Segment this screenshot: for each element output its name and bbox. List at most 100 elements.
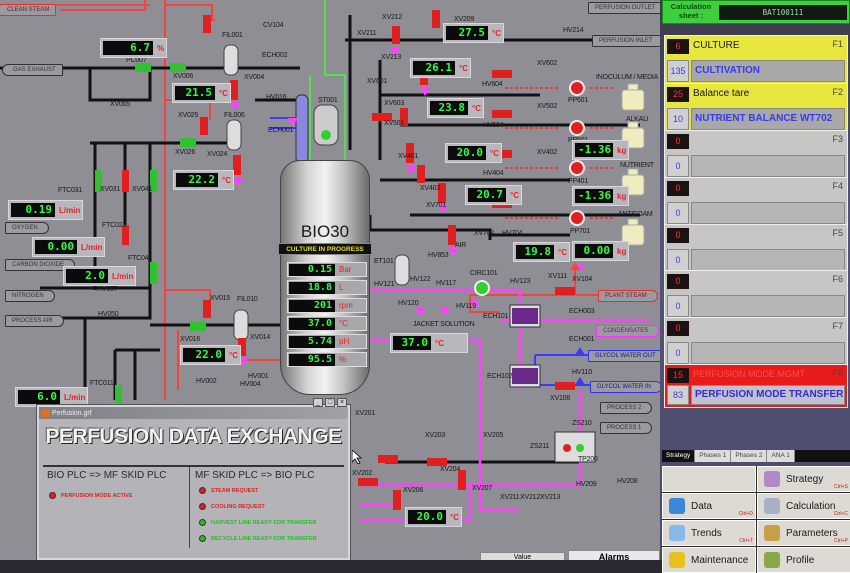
phase-label: CULTIVATION xyxy=(691,60,845,82)
tag-xv212: XV212 xyxy=(382,14,403,21)
phase-number: 0 xyxy=(667,295,689,317)
function-key-f5[interactable]: 0 F5 0 xyxy=(664,224,848,276)
strategy-button[interactable]: Strategy Ctrl+S xyxy=(757,466,850,492)
popup-titlebar[interactable]: Perfusion.grf xyxy=(39,407,348,419)
function-key-f1[interactable]: 6 CULTURE F1 135 CULTIVATION xyxy=(664,35,848,87)
signal-label: COOLING REQUEST xyxy=(211,503,265,510)
temp-display-20-7[interactable]: 20.7 °C xyxy=(465,185,522,205)
parameters-button[interactable]: Parameters Ctrl+P xyxy=(757,520,850,546)
pressure-reading[interactable]: 0.15 Bar xyxy=(287,262,367,277)
tag-pp401: PP401 xyxy=(568,178,589,185)
function-key-f2[interactable]: 25 Balance tare F2 10 NUTRIENT BALANCE W… xyxy=(664,83,848,135)
do-reading[interactable]: 95.5 % xyxy=(287,352,367,367)
tag-ech001-b: ECH001 xyxy=(569,336,595,343)
tag-hv016: HV016 xyxy=(266,94,287,101)
calculation-button[interactable]: Calculation Ctrl+C xyxy=(757,493,850,519)
tab-ana-1[interactable]: ANA 1 xyxy=(767,450,795,462)
temp-display-27-5[interactable]: 27.5 °C xyxy=(443,23,504,43)
agitation-reading[interactable]: 201 rpm xyxy=(287,298,367,313)
temp-display-22-2[interactable]: 22.2 °C xyxy=(173,170,234,190)
air-label: AIR xyxy=(455,242,467,249)
tab-phases-1[interactable]: Phases 1 xyxy=(695,450,732,462)
tag-ech101: ECH101 xyxy=(483,313,509,320)
tag-xv004: XV004 xyxy=(244,74,265,81)
value-button[interactable]: Value xyxy=(480,552,565,560)
tag-hv122: HV122 xyxy=(410,276,431,283)
function-key-f7[interactable]: 0 F7 0 xyxy=(664,317,848,369)
profile-button[interactable]: Profile xyxy=(757,547,850,573)
tab-phases-2[interactable]: Phases 2 xyxy=(731,450,768,462)
jacket-temp-display[interactable]: 37.0 °C xyxy=(390,333,468,353)
volume-reading[interactable]: 18.8 L xyxy=(287,280,367,295)
co2-flow-display[interactable]: 0.00 L/min xyxy=(32,237,106,257)
tag-pc007: PC007 xyxy=(126,57,147,64)
reading-value: 37.0 xyxy=(289,317,335,330)
tag-xv213: XV213 xyxy=(381,54,402,61)
tag-hv209: HV209 xyxy=(576,481,597,488)
condensates-line-label: CONDENSATES xyxy=(596,325,660,337)
temp-display-19-8[interactable]: 19.8 °C xyxy=(513,242,570,262)
maintenance-button[interactable]: Maintenance xyxy=(662,547,756,573)
alarms-button[interactable]: Alarms xyxy=(568,550,660,560)
tag-xv025: XV025 xyxy=(178,112,199,119)
air-flow-display[interactable]: 6.0 L/min xyxy=(15,387,89,407)
alkali-weight-display[interactable]: -1.36 kg xyxy=(572,140,630,160)
blank-nav-button[interactable] xyxy=(662,466,756,492)
parameters-icon xyxy=(764,525,780,541)
function-key-f8[interactable]: 15 PERFUSION MODE MGMT F8 83 PERFUSION M… xyxy=(664,364,848,408)
antifoam-weight-display[interactable]: 0.00 kg xyxy=(572,241,630,261)
perfusion-popup-window[interactable]: Perfusion.grf _ □ × PERFUSION DATA EXCHA… xyxy=(37,398,350,560)
gas-exhaust-line-label: GAS EXHAUST xyxy=(2,64,63,76)
tab-strategy[interactable]: Strategy xyxy=(662,450,696,462)
temp-display-26-1[interactable]: 26.1 °C xyxy=(410,58,471,78)
carbon-dioxide-line-label: CARBON DIOXIDE xyxy=(5,259,76,271)
tag-hv404: HV404 xyxy=(483,170,504,177)
button-label: Data xyxy=(691,500,713,512)
temp-display-23-8[interactable]: 23.8 °C xyxy=(427,98,484,118)
maximize-button[interactable]: □ xyxy=(325,398,335,407)
button-label: Profile xyxy=(786,554,815,566)
temp-display-20-0-bottom[interactable]: 20.0 °C xyxy=(405,507,462,527)
minimize-button[interactable]: _ xyxy=(313,398,323,407)
temp-display-21-5[interactable]: 21.5 °C xyxy=(172,83,231,103)
scada-process-screen: CLEAN STEAM GAS EXHAUST OXYGEN CARBON DI… xyxy=(0,0,660,560)
nutrient-weight-display[interactable]: -1.36 kg xyxy=(572,186,630,206)
jacket-solution-label: JACKET SOLUTION xyxy=(413,321,475,328)
data-button[interactable]: Data Ctrl+D xyxy=(662,493,756,519)
temp-display-20-0[interactable]: 20.0 °C xyxy=(445,143,502,163)
pc007-value: 6.7 xyxy=(103,41,153,55)
calculation-sheet-value[interactable]: BAT100111 xyxy=(719,5,847,20)
trends-button[interactable]: Trends Ctrl+T xyxy=(662,520,756,546)
function-key-f6[interactable]: 0 F6 0 xyxy=(664,270,848,322)
temperature-reading[interactable]: 37.0 °C xyxy=(287,316,367,331)
flow-unit: L/min xyxy=(112,271,134,281)
tag-hv120: HV120 xyxy=(398,300,419,307)
oxygen-flow-display[interactable]: 0.19 L/min xyxy=(8,200,84,220)
temp-value: 21.5 xyxy=(175,86,215,100)
nitrogen-flow-display[interactable]: 2.0 L/min xyxy=(63,266,137,286)
close-button[interactable]: × xyxy=(337,398,347,407)
function-key-f3[interactable]: 0 F3 0 xyxy=(664,130,848,182)
fkey-label: F2 xyxy=(832,87,843,97)
app-icon xyxy=(42,409,49,417)
signal-cooling-request: COOLING REQUEST xyxy=(199,503,265,510)
weight-unit: kg xyxy=(617,191,627,201)
fkey-label: F5 xyxy=(832,228,843,238)
popup-heading: PERFUSION DATA EXCHANGE xyxy=(45,425,342,448)
shortcut-hint: Ctrl+D xyxy=(738,511,753,517)
function-key-f4[interactable]: 0 F4 0 xyxy=(664,177,848,229)
tag-st001: ST001 xyxy=(318,97,338,104)
tag-xv204: XV204 xyxy=(440,466,461,473)
tag-xv031: XV031 xyxy=(100,186,121,193)
nutrient-label: NUTRIENT xyxy=(620,162,654,169)
shortcut-hint: Ctrl+S xyxy=(833,484,848,490)
pc007-display[interactable]: 6.7 % xyxy=(100,38,168,58)
tag-pp601: PP601 xyxy=(568,97,589,104)
process-air-line-label: PROCESS AIR xyxy=(5,315,64,327)
tag-xv403: XV403 xyxy=(420,185,441,192)
ph-reading[interactable]: 5.74 pH xyxy=(287,334,367,349)
temp-value: 20.0 xyxy=(408,510,446,524)
tag-xv024: XV024 xyxy=(207,151,228,158)
temp-display-22-0[interactable]: 22.0 °C xyxy=(180,345,241,365)
temp-unit: °C xyxy=(435,338,444,348)
